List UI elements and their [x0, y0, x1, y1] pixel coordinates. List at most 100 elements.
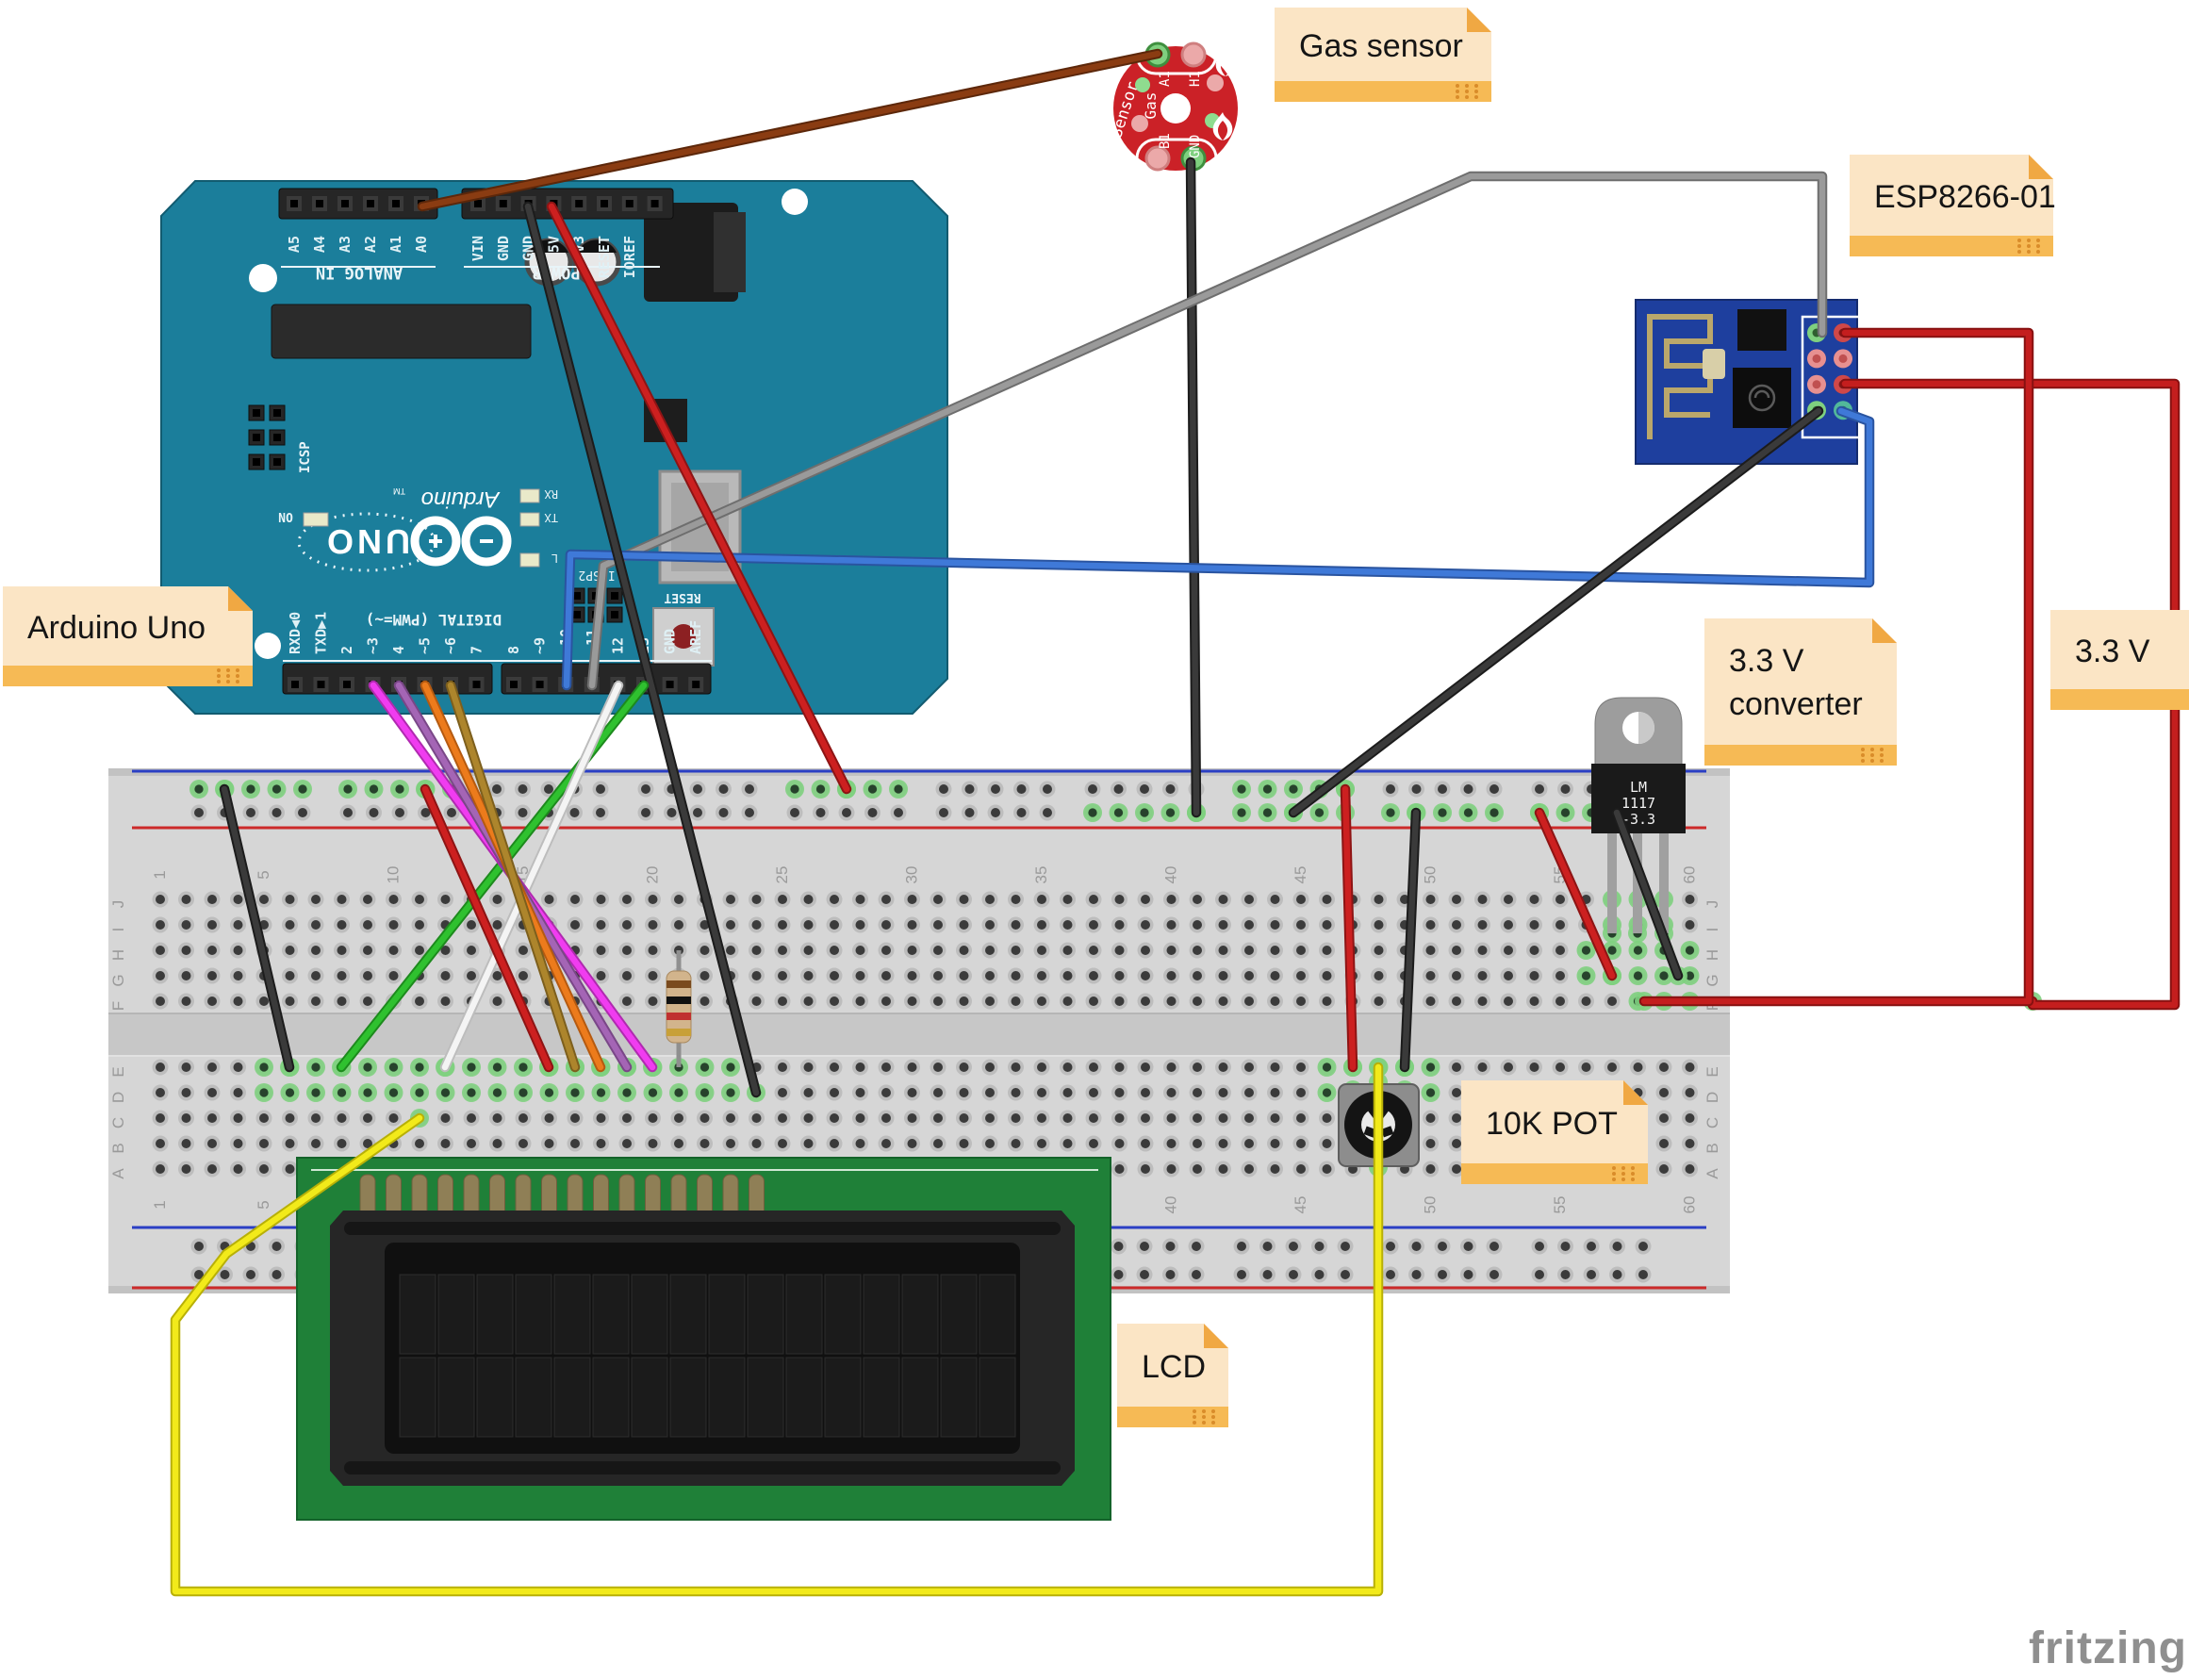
breadboard-hole-center	[1193, 1164, 1202, 1174]
breadboard-hole-center	[933, 920, 943, 930]
note-fold	[228, 586, 253, 611]
esp8266-board[interactable]	[1635, 299, 1865, 465]
breadboard-hole-center	[933, 1139, 943, 1148]
header-pin-hole	[601, 200, 608, 207]
breadboard-hole-center	[1193, 1062, 1202, 1072]
breadboard-hole-center	[842, 808, 851, 817]
glow-hole	[622, 1088, 632, 1097]
arduino-logo	[461, 516, 512, 567]
breadboard-hole-center	[1685, 1139, 1695, 1148]
icsp2-pin-hole	[573, 611, 581, 618]
fritzing-watermark: fritzing	[2029, 1623, 2187, 1673]
glow-hole	[1633, 946, 1643, 955]
note-dots	[1861, 759, 1865, 763]
note-dots	[217, 680, 221, 684]
pin-label: A1	[387, 236, 404, 253]
gas-pad-b1[interactable]	[1144, 145, 1171, 172]
breadboard-hole-center	[207, 895, 217, 904]
breadboard-hole-center	[745, 808, 754, 817]
rx-label: RX	[544, 487, 558, 501]
breadboard-hole-center	[699, 1113, 710, 1123]
note-band	[1461, 1163, 1648, 1184]
breadboard-hole-center	[440, 971, 451, 980]
breadboard-hole-center	[1659, 1139, 1669, 1148]
breadboard-hole-center	[939, 808, 948, 817]
breadboard-hole-center	[420, 808, 431, 817]
breadboard-hole-center	[699, 971, 710, 980]
breadboard-label: H	[1703, 949, 1721, 961]
note-pot-10k[interactable]: 10K POT	[1461, 1080, 1648, 1184]
note-text: converter	[1729, 686, 1863, 722]
breadboard-hole-center	[1166, 996, 1177, 1006]
lcd-cell	[940, 1274, 978, 1355]
gas-pad-h1[interactable]	[1180, 41, 1207, 68]
wire-core-esp-33v-red-a	[1640, 329, 2033, 1005]
header-pin-hole	[666, 681, 674, 688]
note-arduino-uno[interactable]: Arduino Uno	[3, 586, 253, 686]
breadboard-hole-center	[1140, 784, 1149, 794]
breadboard-hole-center	[991, 808, 1000, 817]
note-dots	[1211, 1409, 1215, 1413]
breadboard-hole-center	[985, 895, 995, 904]
pin-label: A3	[337, 236, 354, 253]
breadboard-hole-center	[1581, 1062, 1591, 1072]
breadboard-hole-center	[285, 1164, 295, 1174]
breadboard-hole-center	[440, 1139, 451, 1148]
breadboard-hole-center	[641, 808, 650, 817]
lcd-cell	[708, 1357, 746, 1438]
pin-label: GND	[495, 236, 512, 261]
breadboard-hole-center	[311, 1139, 321, 1148]
breadboard-label: E	[1703, 1066, 1721, 1077]
breadboard-hole-center	[1089, 971, 1098, 980]
breadboard-hole-center	[1244, 1113, 1254, 1123]
header-pin-hole	[343, 681, 351, 688]
note-dots	[2036, 239, 2040, 242]
breadboard-hole-center	[570, 1139, 580, 1148]
note-gas-sensor[interactable]: Gas sensor	[1275, 8, 1491, 102]
breadboard-hole-center	[388, 1113, 399, 1123]
breadboard-hole-center	[440, 946, 451, 955]
resistor[interactable]	[666, 950, 692, 1067]
breadboard-hole-center	[544, 895, 554, 904]
breadboard-hole-center	[815, 808, 826, 817]
breadboard-label: 45	[1292, 866, 1309, 884]
breadboard-hole-center	[1244, 996, 1254, 1006]
pin-label: 5V	[545, 236, 562, 253]
note-dots	[236, 674, 239, 678]
note-dots	[236, 668, 239, 672]
breadboard-hole-center	[1296, 920, 1306, 930]
breadboard-hole-center	[207, 946, 217, 955]
wire-core-d6-olive	[447, 682, 579, 1071]
breadboard-hole-center	[467, 1139, 476, 1148]
breadboard-hole-center	[1425, 971, 1436, 980]
lcd-cell	[940, 1357, 978, 1438]
gas-gnd-label: GND	[1188, 135, 1203, 158]
arduino-uno-board[interactable]: ANALOG IN POWER DIGITAL (PWM=~) UNO Ardu…	[160, 180, 948, 715]
reset-button-cap[interactable]	[671, 624, 696, 649]
note-lcd[interactable]: LCD	[1117, 1324, 1228, 1427]
lcd-cell	[979, 1274, 1016, 1355]
breadboard-hole-center	[1322, 1139, 1332, 1148]
header-pin-hole	[474, 200, 482, 207]
breadboard-hole-center	[1425, 895, 1436, 904]
breadboard-hole-center	[194, 1270, 204, 1279]
breadboard-hole-center	[959, 1062, 969, 1072]
voltage-regulator-lm1117[interactable]: LM 1117 -3.3	[1591, 697, 1686, 933]
note-rail-33v[interactable]: 3.3 V	[2050, 610, 2189, 710]
breadboard-hole-center	[985, 946, 995, 955]
lcd-module[interactable]: 1	[296, 1157, 1111, 1521]
breadboard-hole-center	[156, 1139, 165, 1148]
breadboard-hole-center	[1296, 996, 1306, 1006]
breadboard-hole-center	[1166, 1139, 1177, 1148]
pin-label: AREF	[687, 620, 704, 654]
breadboard-hole-center	[1037, 895, 1046, 904]
breadboard-label: I	[1703, 928, 1721, 932]
breadboard-hole-center	[641, 784, 650, 794]
breadboard-hole-center	[959, 1113, 969, 1123]
note-esp8266[interactable]: ESP8266-01	[1850, 155, 2056, 256]
breadboard-hole-center	[830, 1062, 839, 1072]
breadboard-hole-center	[492, 784, 502, 794]
breadboard-hole-center	[181, 971, 191, 980]
regulator-text: -3.3	[1621, 811, 1655, 828]
